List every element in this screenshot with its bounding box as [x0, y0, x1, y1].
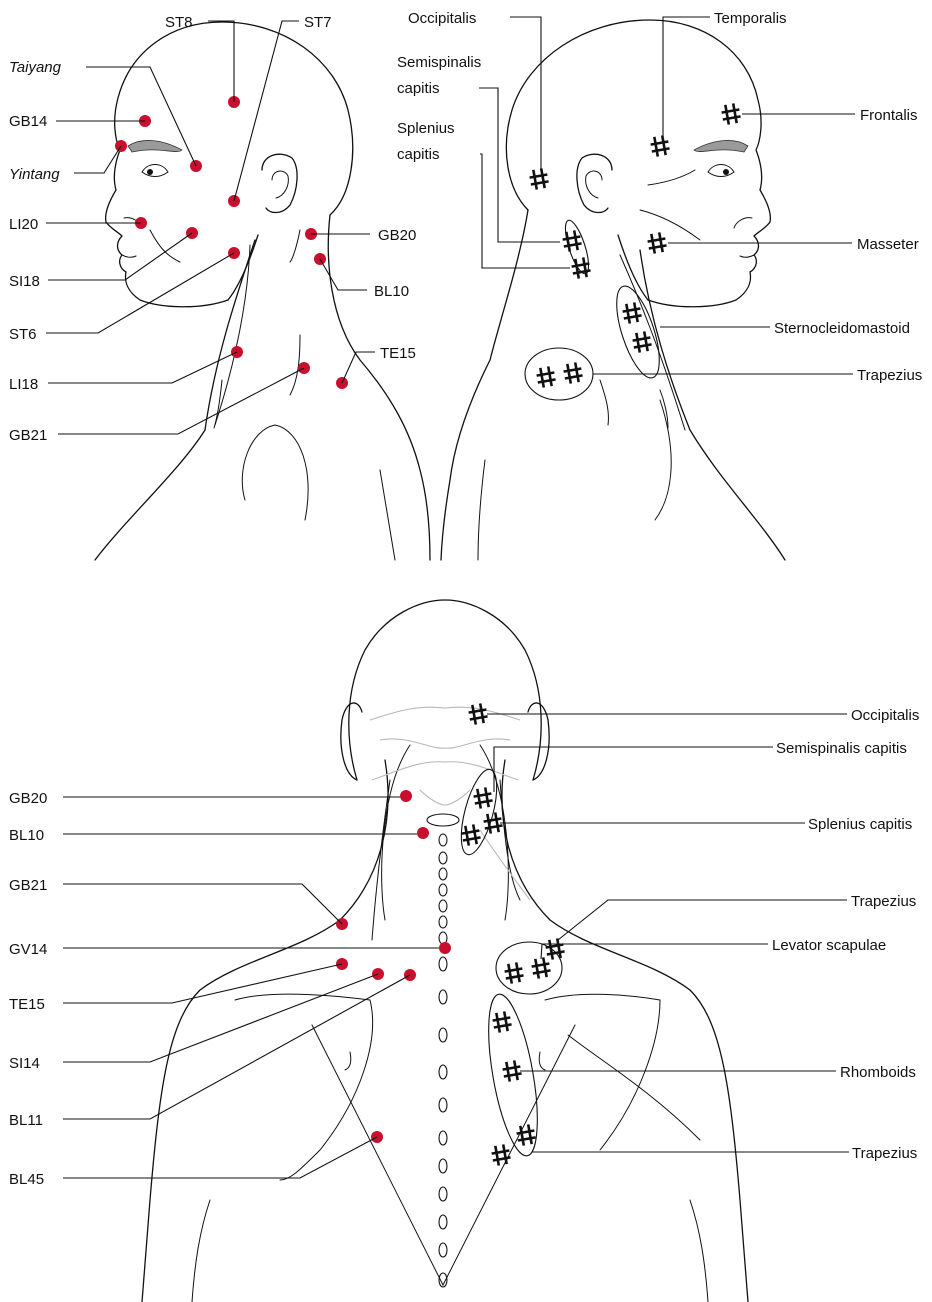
- label-back-rhomboids: Rhomboids: [840, 1064, 916, 1081]
- label-back-trapezius-lower: Trapezius: [852, 1145, 917, 1162]
- muscle-region-scm-oval: [608, 281, 668, 382]
- label-back-levator-scapulae: Levator scapulae: [772, 937, 886, 954]
- trigger-point-scm-hash-2: [631, 331, 652, 354]
- label-st8: ST8: [165, 14, 193, 31]
- label-occipitalis: Occipitalis: [408, 10, 476, 27]
- panel-side-acupoints: ST8 ST7 Taiyang GB14 Yintang LI20 SI18 S…: [9, 14, 430, 560]
- acupoint-back-gv14-dot: [439, 942, 451, 954]
- spine-vertebrae: [427, 814, 459, 1287]
- label-st6: ST6: [9, 326, 37, 343]
- trigger-point-back-semispinalis-hash: [472, 787, 493, 810]
- label-semispinalis: Semispinalis: [397, 54, 481, 71]
- trigger-point-back-rhomboid-hash-1: [491, 1011, 512, 1034]
- trigger-point-back-trapezius-upper-hash: [544, 938, 565, 961]
- head-outline-right: [441, 20, 785, 560]
- acupoint-back-gb20-dot: [400, 790, 412, 802]
- muscle-region-trapezius-oval: [525, 348, 593, 400]
- label-gb21: GB21: [9, 427, 47, 444]
- trigger-point-back-trapezius-lower-hash-2: [490, 1144, 511, 1167]
- label-back-occipitalis: Occipitalis: [851, 707, 919, 724]
- acupoint-back-bl10-dot: [417, 827, 429, 839]
- label-back-si14: SI14: [9, 1055, 40, 1072]
- label-frontalis: Frontalis: [860, 107, 918, 124]
- label-back-te15: TE15: [9, 996, 45, 1013]
- trigger-point-trapezius-hash-2: [562, 362, 583, 385]
- trigger-point-frontalis-hash: [720, 103, 741, 126]
- muscle-region-splenius-back-oval: [454, 766, 504, 858]
- label-gb14: GB14: [9, 113, 47, 130]
- label-back-splenius-capitis: Splenius capitis: [808, 816, 912, 833]
- label-yintang: Yintang: [9, 166, 60, 183]
- panel-back-view: GB20 BL10 GB21 GV14 TE15 SI14 BL11 BL45 …: [9, 600, 919, 1302]
- trigger-point-back-levator-hash-2: [530, 957, 551, 980]
- label-splenius: Splenius: [397, 120, 455, 137]
- label-taiyang: Taiyang: [9, 59, 62, 76]
- label-si18: SI18: [9, 273, 40, 290]
- label-back-trapezius-upper: Trapezius: [851, 893, 916, 910]
- label-masseter: Masseter: [857, 236, 919, 253]
- trigger-point-masseter-hash: [646, 232, 667, 255]
- trigger-point-back-trapezius-lower-hash-1: [515, 1124, 536, 1147]
- label-gb20: GB20: [378, 227, 416, 244]
- label-back-bl10: BL10: [9, 827, 44, 844]
- trigger-point-back-occipitalis-hash: [467, 703, 488, 726]
- label-splenius-capitis: capitis: [397, 146, 440, 163]
- label-back-semispinalis-capitis: Semispinalis capitis: [776, 740, 907, 757]
- label-back-gb21: GB21: [9, 877, 47, 894]
- label-back-gb20: GB20: [9, 790, 47, 807]
- panel-side-trigger-points: Occipitalis Temporalis Semispinalis capi…: [397, 10, 922, 560]
- label-st7: ST7: [304, 14, 332, 31]
- label-sternocleidomastoid: Sternocleidomastoid: [774, 320, 910, 337]
- label-li18: LI18: [9, 376, 38, 393]
- trigger-point-back-rhomboid-hash-2: [501, 1060, 522, 1083]
- label-temporalis: Temporalis: [714, 10, 787, 27]
- trigger-point-occipitalis-hash: [528, 168, 549, 191]
- trigger-point-scm-hash-1: [621, 302, 642, 325]
- trigger-point-back-splenius-hash-2: [460, 824, 481, 847]
- label-back-gv14: GV14: [9, 941, 47, 958]
- trigger-point-trapezius-hash-1: [535, 366, 556, 389]
- label-back-bl45: BL45: [9, 1171, 44, 1188]
- label-li20: LI20: [9, 216, 38, 233]
- trigger-point-back-levator-hash-1: [503, 962, 524, 985]
- label-trapezius-side: Trapezius: [857, 367, 922, 384]
- trigger-point-temporalis-hash: [649, 135, 670, 158]
- label-te15: TE15: [380, 345, 416, 362]
- label-back-bl11: BL11: [9, 1112, 43, 1129]
- label-bl10: BL10: [374, 283, 409, 300]
- label-semispinalis-capitis: capitis: [397, 80, 440, 97]
